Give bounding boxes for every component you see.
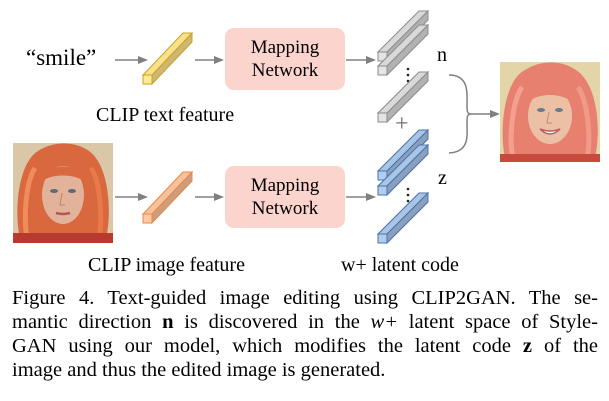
- text-feature-label: CLIP text feature: [96, 104, 235, 126]
- plus-sign: +: [395, 111, 409, 137]
- caption-text: is discovered in the: [173, 311, 371, 333]
- symbol-n: n: [162, 311, 174, 333]
- caption-line-1: Figure 4. Text-guided image editing usin…: [12, 286, 598, 310]
- symbol-z: z: [522, 335, 533, 357]
- figure-diagram: “smile” CLIP text feature Mapping Networ…: [13, 9, 600, 276]
- text-feature-bar: [141, 31, 194, 86]
- caption-line-3: GAN using our model, which modifies the …: [12, 334, 598, 358]
- caption-text: GAN using our model, which modifies the …: [12, 335, 523, 357]
- direction-bar-3: [376, 70, 430, 124]
- image-feature-label: CLIP image feature: [88, 254, 245, 276]
- caption-line-4: image and thus the edited image is gener…: [12, 358, 598, 382]
- caption-text: image and thus the edited image is gener…: [12, 359, 386, 381]
- text-prompt: “smile”: [26, 45, 97, 70]
- image-feature-bar: [141, 170, 194, 225]
- combine-brace: [448, 74, 473, 154]
- caption-text: latent space of Style-: [398, 311, 598, 333]
- mapping-network-top: Mapping Network: [225, 28, 345, 90]
- direction-symbol-n: n: [437, 44, 447, 66]
- caption-line-2: mantic direction n is discovered in the …: [12, 310, 598, 334]
- mapping-top-line1: Mapping: [250, 37, 320, 58]
- symbol-w-plus: w+: [370, 311, 399, 333]
- direction-bar-2: [376, 23, 430, 77]
- latent-code-label: w+ latent code: [341, 254, 459, 276]
- mapping-bottom-line1: Mapping: [250, 175, 320, 196]
- output-face-image: [500, 62, 600, 162]
- latent-vdots: [406, 187, 410, 203]
- direction-vdots: [406, 67, 410, 83]
- input-face-image: [13, 143, 113, 243]
- latent-bar-3: [376, 191, 430, 245]
- mapping-bottom-line2: Network: [251, 198, 319, 219]
- mapping-network-bottom: Mapping Network: [225, 166, 345, 228]
- mapping-top-line2: Network: [251, 60, 319, 81]
- latent-symbol-z: z: [438, 167, 447, 189]
- figure-caption: Figure 4. Text-guided image editing usin…: [12, 286, 598, 382]
- diagram-graphics: [115, 9, 500, 245]
- latent-bar-2: [376, 143, 430, 197]
- caption-text: mantic direction: [12, 311, 163, 333]
- caption-text: Figure 4. Text-guided image editing usin…: [12, 287, 598, 309]
- caption-text: of the: [532, 335, 598, 357]
